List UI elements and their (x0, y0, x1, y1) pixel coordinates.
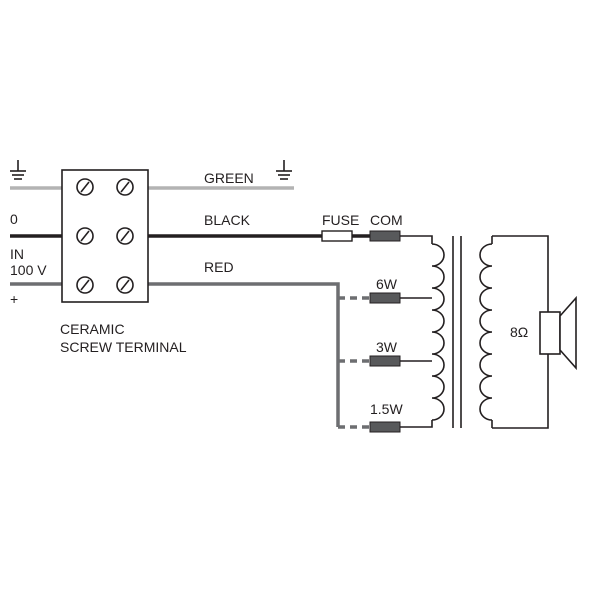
terminal-label-line2: SCREW TERMINAL (60, 339, 187, 355)
red-wire-right (148, 282, 340, 427)
ground-icon-left (10, 160, 26, 180)
tap-1-5w (369, 421, 401, 433)
tap-3w-label: 3W (376, 339, 398, 355)
in-label: IN (10, 246, 24, 262)
tap-6w-label: 6W (376, 276, 398, 292)
screw-icon (76, 227, 94, 245)
com-tap (369, 230, 401, 242)
fuse-icon (321, 230, 353, 242)
screw-icon (116, 178, 134, 196)
tap-6w (369, 292, 401, 304)
transformer-icon (452, 236, 462, 428)
plus-label: + (10, 291, 18, 307)
ground-icon-right (276, 160, 292, 180)
tap-1-5w-label: 1.5W (370, 401, 403, 417)
screw-icon (76, 276, 94, 294)
screw-icon (76, 178, 94, 196)
primary-coil (431, 243, 445, 421)
screw-icon (116, 276, 134, 294)
green-label: GREEN (204, 170, 254, 186)
red-label: RED (204, 259, 234, 275)
voltage-label: 100 V (10, 262, 47, 278)
tap-3w (369, 355, 401, 367)
ceramic-screw-terminal (61, 169, 149, 303)
zero-label: 0 (10, 211, 18, 227)
fuse-label: FUSE (322, 212, 359, 228)
com-label: COM (370, 212, 403, 228)
black-label: BLACK (204, 212, 251, 228)
secondary-coil (479, 243, 493, 421)
screw-icon (116, 227, 134, 245)
terminal-label-line1: CERAMIC (60, 321, 125, 337)
speaker-icon (539, 295, 577, 371)
impedance-label: 8Ω (510, 324, 528, 340)
